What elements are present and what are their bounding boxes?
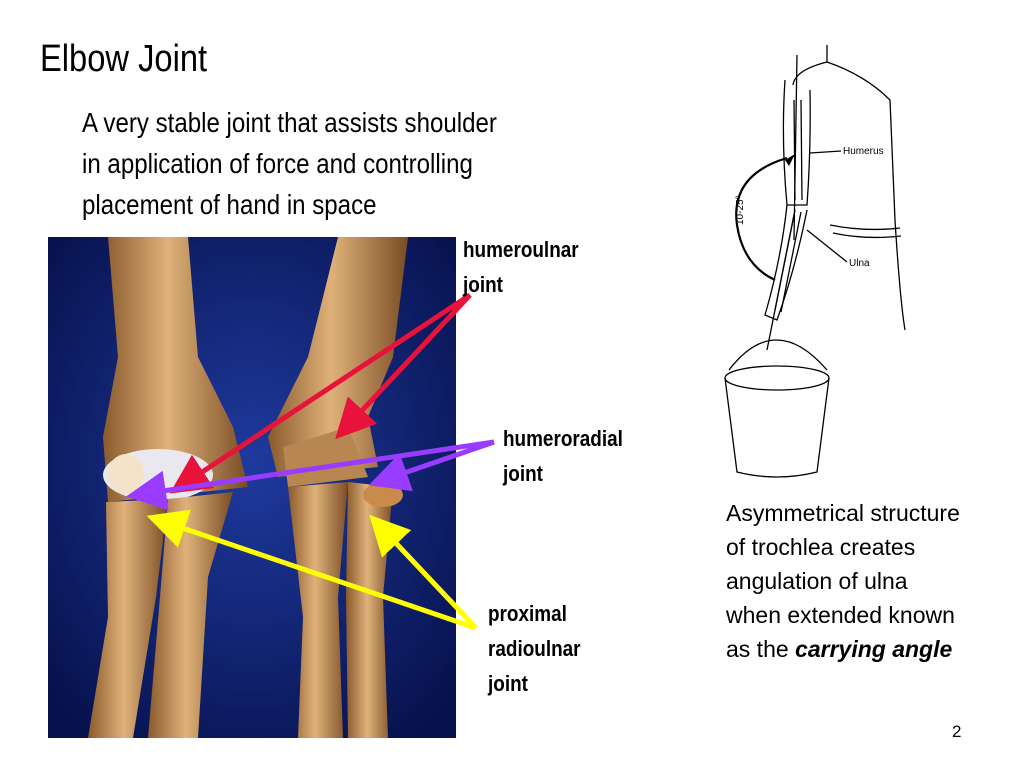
label-line: joint — [503, 461, 543, 486]
slide-title: Elbow Joint — [40, 38, 208, 80]
carrying-angle-arc — [735, 156, 788, 281]
arc-arrowhead — [785, 154, 795, 166]
caption-line: when extended known — [726, 602, 955, 628]
label-line: humeroulnar — [463, 237, 579, 262]
label-line: humeroradial — [503, 426, 623, 451]
carrying-angle-caption: Asymmetrical structure of trochlea creat… — [726, 496, 1021, 666]
subtitle-line: in application of force and controlling — [82, 148, 473, 179]
carrying-angle-illustration: 10-25° Humerus Ulna — [724, 45, 906, 478]
torso-outline — [826, 45, 906, 331]
ulna-leader — [806, 229, 848, 263]
waistband-lower — [832, 232, 902, 239]
angle-label: 10-25° — [735, 195, 746, 225]
label-line: joint — [463, 272, 503, 297]
humeroradial-label: humeroradial joint — [503, 421, 623, 491]
caption-prefix: as the — [726, 636, 796, 662]
caption-line: as the carrying angle — [726, 632, 1021, 666]
left-radius — [88, 499, 168, 738]
humeroulnar-label: humeroulnar joint — [463, 232, 579, 302]
subtitle-line: placement of hand in space — [82, 189, 377, 220]
elbow-bones-drawing — [48, 237, 456, 738]
caption-line: angulation of ulna — [726, 568, 908, 594]
right-radial-head — [363, 483, 403, 507]
bucket-handle — [728, 339, 828, 371]
left-capitulum — [108, 454, 144, 494]
waistband — [829, 224, 901, 231]
label-line: radioulnar — [488, 636, 581, 661]
shoulder-outline — [792, 61, 828, 86]
forearm — [764, 204, 808, 321]
page-number: 2 — [952, 722, 962, 741]
humerus-label: Humerus — [843, 146, 884, 157]
caption-line: of trochlea creates — [726, 534, 916, 560]
label-line: joint — [488, 671, 528, 696]
elbow-bones-image — [48, 237, 456, 738]
humerus-leader — [809, 150, 842, 154]
ulna-label: Ulna — [849, 258, 870, 269]
subtitle-line: A very stable joint that assists shoulde… — [82, 107, 497, 138]
proximal-radioulnar-label: proximal radioulnar joint — [488, 596, 581, 701]
forearm-axis — [766, 214, 795, 351]
carrying-angle-term: carrying angle — [795, 636, 953, 662]
bucket-body — [724, 377, 830, 478]
humerus-axis — [793, 54, 798, 241]
caption-line: Asymmetrical structure — [726, 500, 960, 526]
label-line: proximal — [488, 601, 567, 626]
slide-subtitle: A very stable joint that assists shoulde… — [82, 102, 564, 225]
bucket-rim — [724, 365, 830, 391]
